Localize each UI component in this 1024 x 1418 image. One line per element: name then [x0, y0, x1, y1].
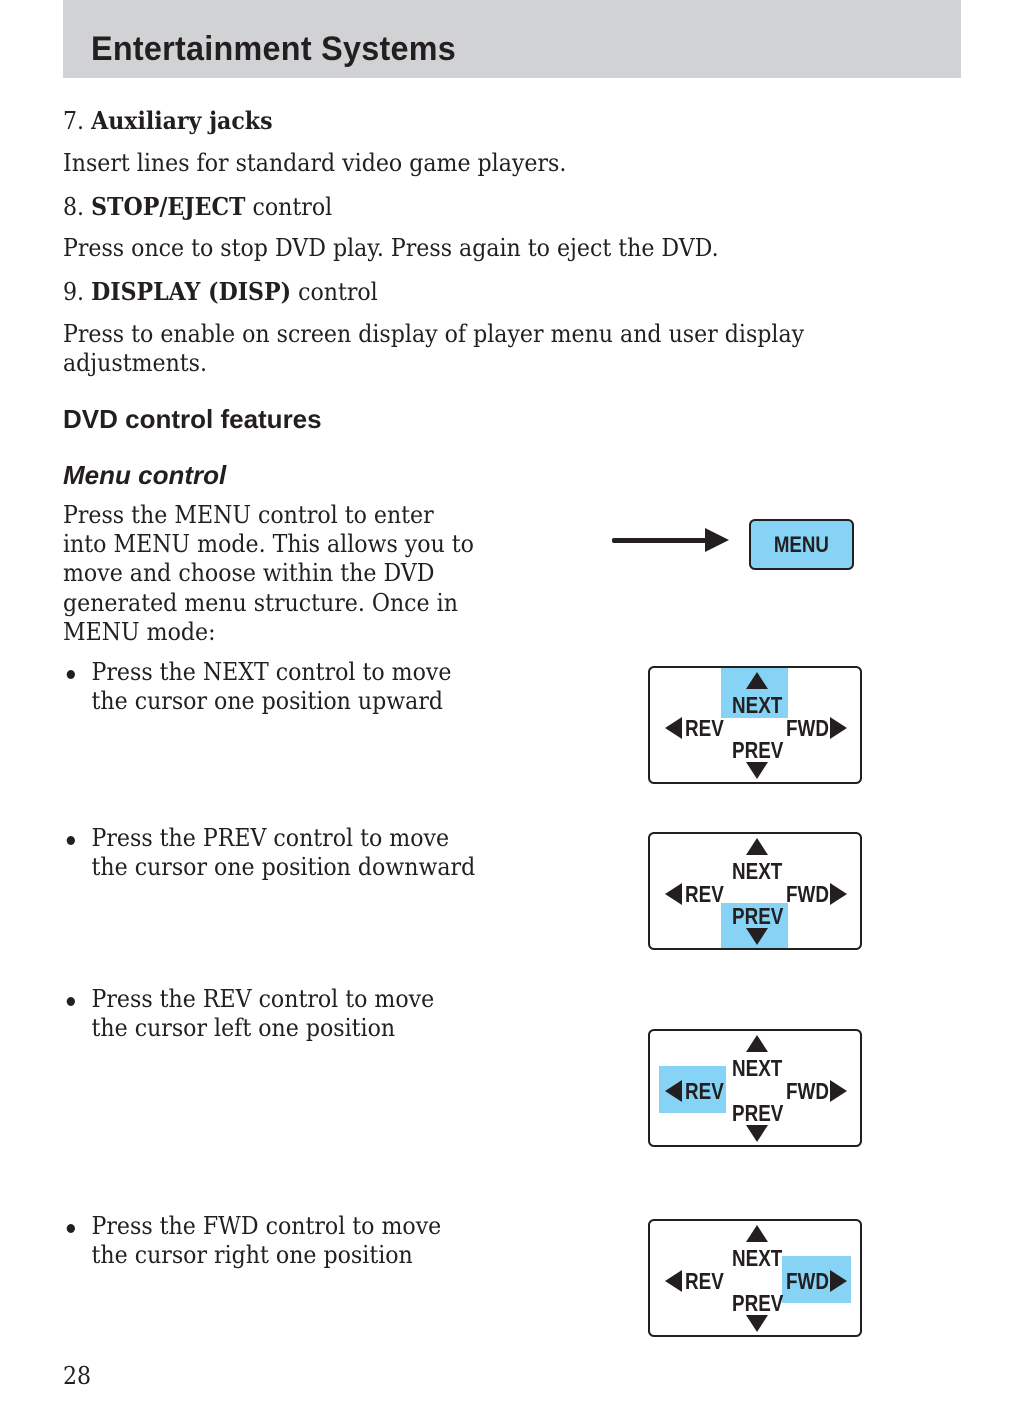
- fwd-label: FWD: [786, 715, 829, 741]
- up-arrow-icon: [746, 1225, 768, 1242]
- left-arrow-icon: [665, 883, 682, 905]
- prev-label: PREV: [732, 1290, 784, 1316]
- intro-line-1: Press the MENU control to enter: [63, 501, 434, 529]
- prev-label: PREV: [732, 903, 784, 929]
- menu-button-illustration: MENU: [749, 519, 854, 570]
- control-pad-prev: NEXT REV FWD PREV: [648, 832, 862, 950]
- control-pad-next: NEXT REV FWD PREV: [648, 666, 862, 784]
- up-arrow-icon: [746, 1035, 768, 1052]
- page-number: 28: [63, 1362, 92, 1390]
- control-pad-fwd: NEXT REV FWD PREV: [648, 1219, 862, 1337]
- right-arrow-icon: [830, 1080, 847, 1102]
- bullet-dot: [66, 1224, 75, 1233]
- prev-label: PREV: [732, 1100, 784, 1126]
- left-arrow-icon: [665, 717, 682, 739]
- down-arrow-icon: [746, 1315, 768, 1332]
- bullet-dot: [66, 997, 75, 1006]
- item-8-heading: 8. STOP/EJECT control: [63, 192, 333, 221]
- left-arrow-icon: [665, 1080, 682, 1102]
- rev-label: REV: [685, 715, 724, 741]
- up-arrow-icon: [746, 672, 768, 689]
- section-title: DVD control features: [63, 404, 322, 434]
- next-label: NEXT: [732, 1055, 783, 1081]
- page-header: Entertainment Systems: [63, 0, 961, 78]
- rev-label: REV: [685, 881, 724, 907]
- up-arrow-icon: [746, 838, 768, 855]
- fwd-label: FWD: [786, 1078, 829, 1104]
- item-9-description-line-2: adjustments.: [63, 349, 208, 377]
- bullet-dot: [66, 836, 75, 845]
- fwd-label: FWD: [786, 1268, 829, 1294]
- header-title: Entertainment Systems: [91, 30, 456, 68]
- rev-label: REV: [685, 1078, 724, 1104]
- prev-label: PREV: [732, 737, 784, 763]
- item-9-description-line-1: Press to enable on screen display of pla…: [63, 320, 805, 348]
- intro-line-5: MENU mode:: [63, 618, 216, 646]
- down-arrow-icon: [746, 928, 768, 945]
- subsection-title: Menu control: [63, 460, 227, 490]
- fwd-label: FWD: [786, 881, 829, 907]
- intro-line-3: move and choose within the DVD: [63, 559, 435, 587]
- item-8-description: Press once to stop DVD play. Press again…: [63, 234, 719, 262]
- arrow-line: [612, 538, 712, 543]
- rev-label: REV: [685, 1268, 724, 1294]
- next-label: NEXT: [732, 1245, 783, 1271]
- down-arrow-icon: [746, 1125, 768, 1142]
- next-label: NEXT: [732, 858, 783, 884]
- right-arrow-icon: [830, 883, 847, 905]
- item-7-heading: 7. Auxiliary jacks: [63, 106, 273, 135]
- intro-line-2: into MENU mode. This allows you to: [63, 530, 474, 558]
- control-pad-rev: NEXT REV FWD PREV: [648, 1029, 862, 1147]
- intro-line-4: generated menu structure. Once in: [63, 589, 458, 617]
- bullet-dot: [66, 670, 75, 679]
- arrow-right-icon: [705, 528, 729, 552]
- item-9-heading: 9. DISPLAY (DISP) control: [63, 277, 378, 306]
- down-arrow-icon: [746, 762, 768, 779]
- item-7-description: Insert lines for standard video game pla…: [63, 149, 567, 177]
- right-arrow-icon: [830, 1270, 847, 1292]
- right-arrow-icon: [830, 717, 847, 739]
- next-label: NEXT: [732, 692, 783, 718]
- left-arrow-icon: [665, 1270, 682, 1292]
